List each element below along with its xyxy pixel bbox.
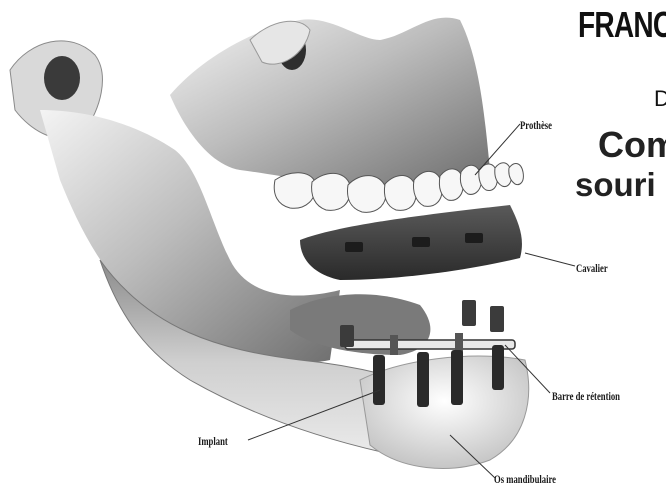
left-condyle-shadow <box>44 56 80 100</box>
label-barre-retention: Barre de rétention <box>552 389 620 404</box>
prosthesis-gum <box>300 205 522 280</box>
header-tagline-2: souri <box>575 166 656 204</box>
maxilla <box>170 18 490 185</box>
header-title: FRANC <box>578 4 666 46</box>
label-prothese: Prothèse <box>520 118 552 133</box>
label-os-mandibulaire: Os mandibulaire <box>494 472 556 487</box>
label-implant: Implant <box>198 434 228 449</box>
label-cavalier: Cavalier <box>576 261 608 276</box>
header-tagline-1: Com <box>598 124 666 166</box>
header-subtitle: D <box>654 86 666 112</box>
